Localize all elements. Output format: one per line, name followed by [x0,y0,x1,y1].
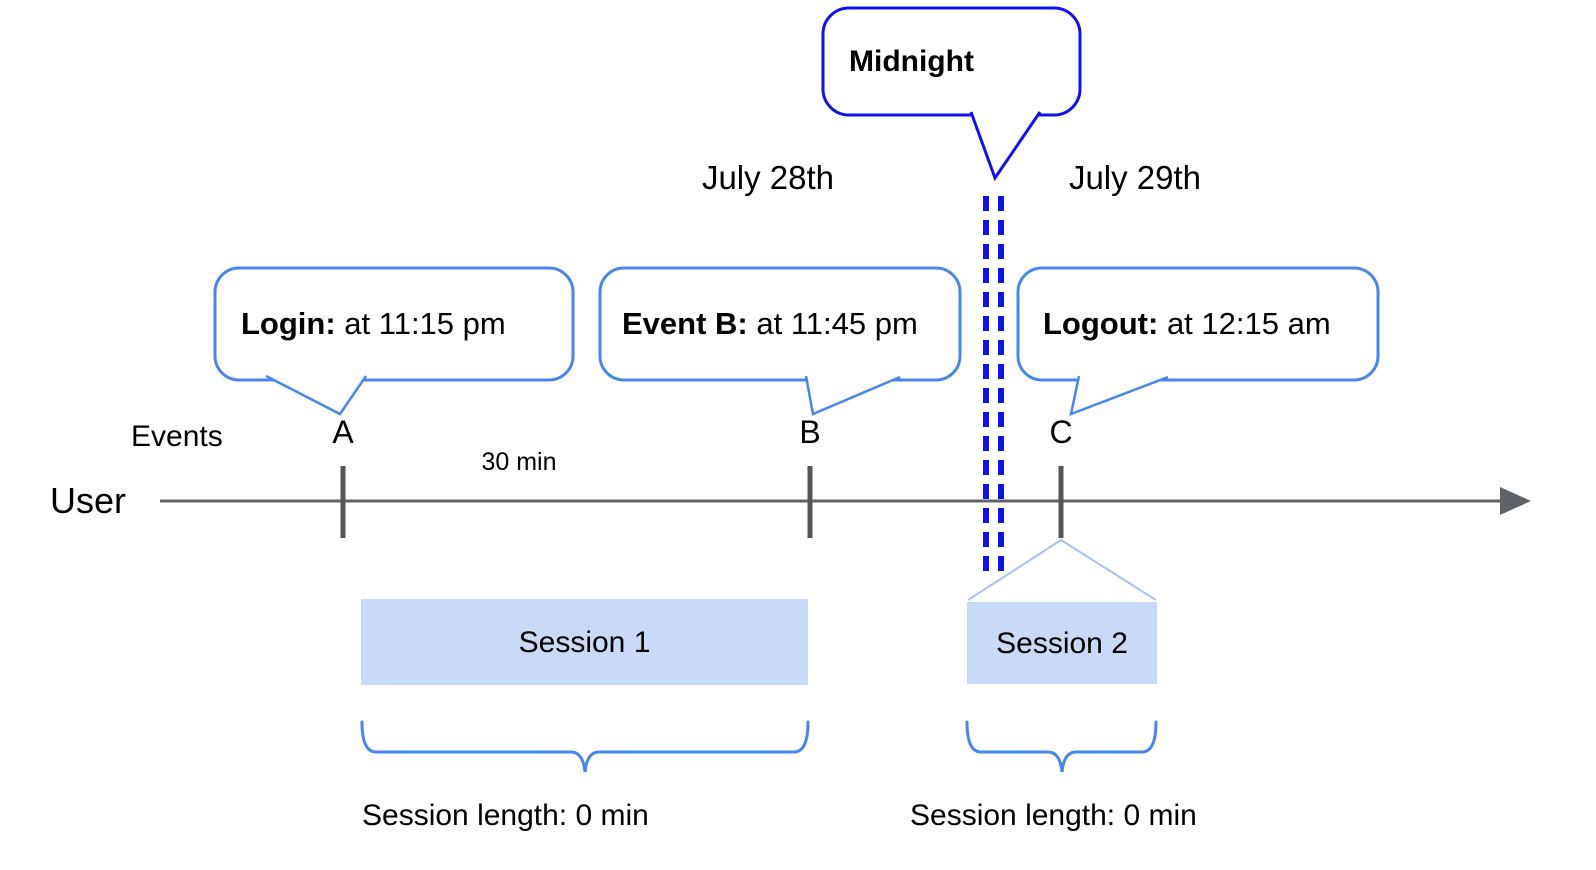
session1-box [361,599,808,685]
session1-length-label: Session length: 0 min [362,799,649,832]
session1-brace [360,720,810,773]
event-marker-b: B [799,414,821,450]
timeline-arrowhead [1500,487,1531,515]
event-b-callout-text: Event B: at 11:45 pm [622,268,918,380]
midnight-callout-bubble [821,6,1082,117]
event-b-callout-time: at 11:45 pm [747,305,918,341]
midnight-callout-tail [969,111,1042,182]
logout-callout-text: Logout: at 12:15 am [1043,268,1331,380]
login-callout-time: at 11:15 pm [335,305,506,341]
events-label: Events [131,420,223,453]
login-callout-bubble [213,266,575,382]
login-callout-bold: Login: [241,305,336,341]
event-b-callout-bold: Event B: [622,305,748,341]
session2-box [967,602,1157,684]
date-july-28: July 28th [701,159,835,196]
logout-callout-bubble [1016,266,1380,382]
login-callout-text: Login: at 11:15 pm [241,268,506,380]
logout-callout-time: at 12:15 am [1158,305,1331,341]
interval-label: 30 min [481,448,557,476]
session2-connector-triangle [967,538,1157,601]
date-july-29: July 29th [1068,159,1202,196]
event-marker-a: A [332,414,354,450]
session1-label: Session 1 [518,625,651,659]
logout-callout-bold: Logout: [1043,305,1159,341]
midnight-callout-label: Midnight [849,45,974,78]
session2-brace [965,720,1158,773]
logout-callout-tail [1069,375,1169,416]
session2-label: Session 2 [996,626,1128,660]
event-b-callout-bubble [598,266,962,382]
event-marker-c: C [1049,414,1073,450]
event-b-callout-tail [804,375,901,416]
user-axis-label: User [50,480,127,521]
login-callout-tail [265,374,368,416]
session2-length-label: Session length: 0 min [910,799,1197,832]
